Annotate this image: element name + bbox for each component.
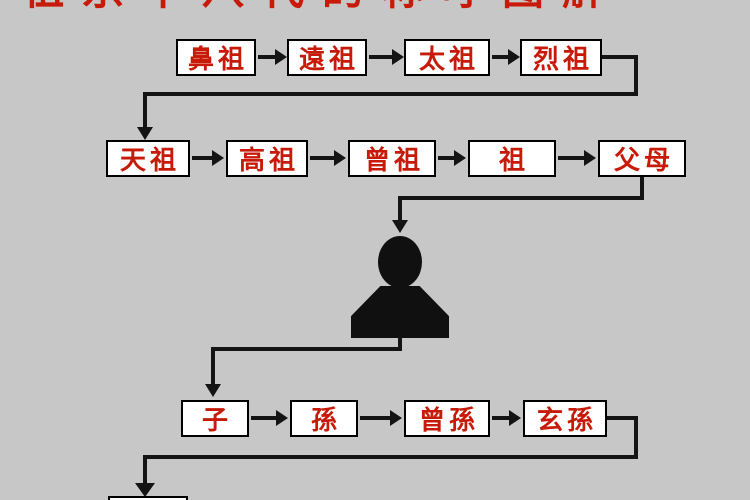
- flow-arrow-right: [360, 410, 402, 426]
- connector-line: [607, 416, 638, 420]
- cropped-title: 祖宗十八代的称呼图解: [22, 0, 622, 13]
- flow-arrow-down: [137, 127, 153, 140]
- generation-box-gaozu: 高祖: [226, 140, 308, 177]
- generation-box-tianzu: 天祖: [106, 140, 190, 177]
- connector-line: [211, 347, 402, 351]
- connector-line: [602, 55, 638, 59]
- generation-box-bizu: 鼻祖: [176, 39, 256, 76]
- flow-arrow-right: [251, 410, 288, 426]
- connector-line: [143, 455, 147, 484]
- generation-box-yuanzu: 遠祖: [287, 39, 367, 76]
- flow-arrow-down: [135, 483, 155, 497]
- connector-line: [640, 177, 644, 200]
- connector-line: [143, 92, 147, 128]
- flow-arrow-right: [192, 150, 224, 166]
- generation-box-xuansun: 玄孫: [523, 400, 607, 437]
- flow-arrow-right: [369, 49, 404, 65]
- flow-arrow-right: [492, 49, 520, 65]
- connector-line: [634, 55, 638, 96]
- flow-arrow-right: [492, 410, 521, 426]
- connector-line: [143, 92, 638, 96]
- cropped-generation-box: [108, 496, 188, 500]
- flow-arrow-down: [392, 220, 408, 233]
- flow-arrow-right: [310, 150, 346, 166]
- flow-arrow-right: [558, 150, 596, 166]
- generation-box-zi: 子: [181, 400, 249, 437]
- generation-box-zengzu: 曾祖: [348, 140, 436, 177]
- connector-line: [634, 416, 638, 459]
- flow-arrow-down: [205, 384, 221, 397]
- connector-line: [143, 455, 638, 459]
- connector-line: [211, 347, 215, 385]
- connector-line: [398, 196, 402, 222]
- figure-head: [378, 236, 422, 288]
- generation-box-sun: 孫: [290, 400, 358, 437]
- flow-arrow-right: [438, 150, 466, 166]
- generation-box-zu: 祖: [468, 140, 556, 177]
- generation-box-taizu: 太祖: [404, 39, 490, 76]
- generation-box-zengsun: 曾孫: [404, 400, 490, 437]
- connector-line: [398, 196, 644, 200]
- connector-line: [398, 337, 402, 351]
- generation-box-liezu: 烈祖: [520, 39, 602, 76]
- generation-box-fumu: 父母: [598, 140, 686, 177]
- flow-arrow-right: [258, 49, 287, 65]
- figure-torso: [351, 286, 449, 338]
